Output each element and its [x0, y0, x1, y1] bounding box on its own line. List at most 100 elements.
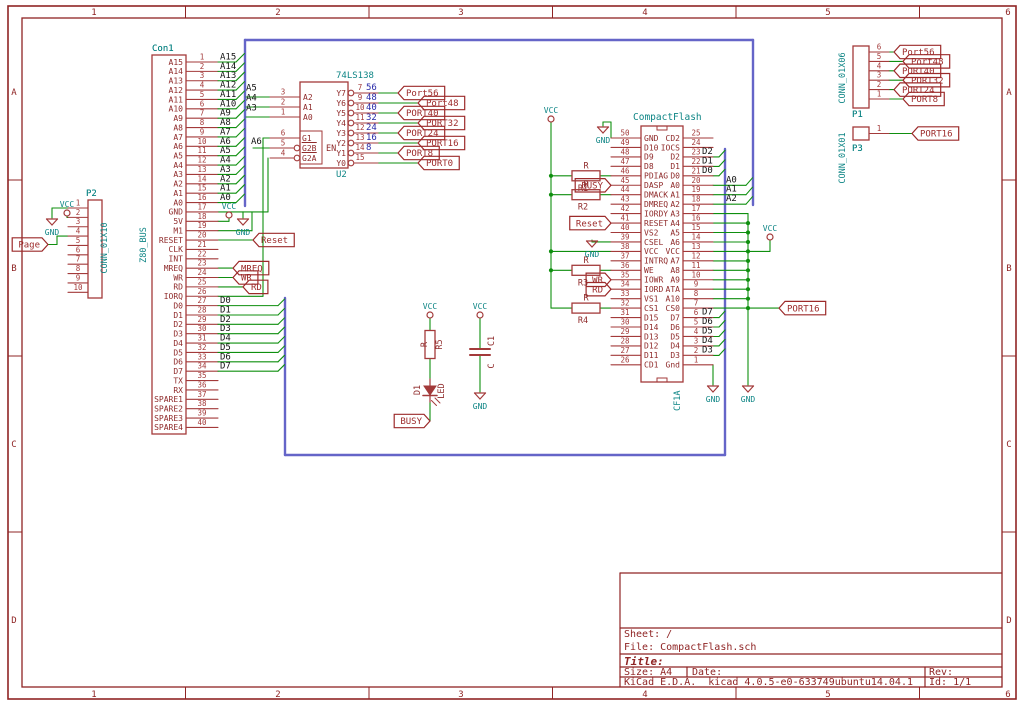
- svg-text:37: 37: [197, 390, 206, 399]
- svg-text:PORT40: PORT40: [902, 67, 935, 77]
- svg-text:CS0: CS0: [666, 304, 681, 313]
- svg-text:D2: D2: [220, 315, 231, 325]
- svg-text:8: 8: [694, 289, 699, 298]
- svg-text:RD: RD: [251, 283, 262, 293]
- svg-text:7: 7: [76, 255, 81, 264]
- svg-text:9: 9: [76, 273, 81, 282]
- global-label-Reset[interactable]: Reset: [569, 215, 612, 231]
- global-label-BUSY[interactable]: BUSY: [393, 413, 431, 429]
- svg-text:3: 3: [200, 71, 205, 80]
- svg-text:36: 36: [197, 380, 207, 389]
- svg-text:CONN_01X01: CONN_01X01: [838, 132, 848, 183]
- global-label-RD[interactable]: RD: [242, 279, 269, 295]
- svg-text:23: 23: [691, 147, 700, 156]
- global-label-Page[interactable]: Page: [11, 237, 49, 252]
- global-label-WR[interactable]: WR: [585, 272, 612, 288]
- svg-text:CONN_01X10: CONN_01X10: [100, 222, 110, 273]
- global-label-PORT16[interactable]: PORT16: [417, 135, 466, 151]
- svg-text:R3: R3: [578, 278, 588, 288]
- svg-text:A9: A9: [220, 109, 231, 119]
- svg-text:47: 47: [620, 157, 629, 166]
- component-C1[interactable]: [469, 348, 491, 356]
- global-label-Port48[interactable]: Port48: [417, 95, 466, 111]
- svg-text:RESET: RESET: [644, 219, 668, 228]
- svg-text:3: 3: [458, 690, 463, 700]
- svg-text:G2A: G2A: [302, 154, 317, 163]
- svg-text:12: 12: [355, 123, 364, 132]
- svg-text:P1: P1: [852, 110, 863, 120]
- component-CF1A[interactable]: CompactFlash50GND49D1048D947D846PDIAG45D…: [610, 112, 737, 383]
- component-R5[interactable]: [424, 329, 436, 360]
- svg-text:INT: INT: [169, 255, 184, 264]
- titleblock-file: File: CompactFlash.sch: [624, 642, 757, 653]
- titleblock-date: Date:: [692, 666, 723, 678]
- svg-text:1: 1: [91, 690, 96, 700]
- svg-text:A1: A1: [726, 185, 737, 195]
- svg-text:41: 41: [620, 214, 629, 223]
- svg-text:A4: A4: [220, 156, 231, 166]
- global-label-PORT16[interactable]: PORT16: [911, 126, 960, 141]
- svg-text:30: 30: [620, 318, 630, 327]
- svg-text:D0: D0: [173, 301, 183, 310]
- svg-text:GND: GND: [596, 136, 611, 145]
- svg-text:A5: A5: [220, 146, 231, 156]
- svg-text:D5: D5: [173, 348, 183, 357]
- svg-text:26: 26: [620, 355, 630, 364]
- global-label-PORT32[interactable]: PORT32: [417, 115, 466, 131]
- svg-text:30: 30: [197, 324, 207, 333]
- global-label-PORT24[interactable]: PORT24: [893, 82, 942, 97]
- component-P3[interactable]: P3 1: [852, 124, 890, 154]
- svg-text:9: 9: [200, 127, 205, 136]
- global-label-PORT24[interactable]: PORT24: [397, 125, 446, 141]
- svg-text:IOWR: IOWR: [644, 276, 663, 285]
- svg-text:CLK: CLK: [169, 245, 184, 254]
- component-R2[interactable]: RR2: [571, 180, 601, 213]
- global-label-PORT40[interactable]: PORT40: [893, 63, 942, 79]
- svg-text:7: 7: [358, 83, 363, 92]
- global-label-PORT40[interactable]: PORT40: [397, 105, 446, 121]
- svg-text:29: 29: [620, 327, 629, 336]
- global-label-WR[interactable]: WR: [232, 270, 259, 285]
- svg-text:74LS138: 74LS138: [336, 71, 374, 81]
- svg-text:D0: D0: [220, 296, 231, 306]
- component-fields: Z80_BUSCF1ACONN_01X06CONN_01X01CONN_01X1…: [86, 44, 863, 411]
- global-label-Reset[interactable]: Reset: [252, 232, 295, 248]
- svg-text:48: 48: [620, 147, 630, 156]
- svg-text:D5: D5: [670, 332, 680, 341]
- global-label-PORT8[interactable]: PORT8: [397, 145, 440, 161]
- svg-text:9: 9: [358, 93, 363, 102]
- svg-text:13: 13: [197, 165, 206, 174]
- component-D1-led[interactable]: [422, 378, 441, 406]
- global-label-Port48[interactable]: Port48: [902, 54, 951, 69]
- global-label-MREQ[interactable]: MREQ: [232, 260, 270, 276]
- global-label-PORT8[interactable]: PORT8: [902, 91, 945, 107]
- component-R3[interactable]: RR3: [571, 256, 601, 289]
- global-label-RD[interactable]: RD: [585, 281, 612, 297]
- svg-text:D2: D2: [173, 320, 183, 329]
- global-label-Port56[interactable]: Port56: [893, 44, 942, 60]
- titleblock-title: Title:: [624, 655, 664, 668]
- svg-text:12: 12: [691, 251, 700, 260]
- svg-text:24: 24: [366, 123, 377, 133]
- svg-text:VCC: VCC: [763, 224, 778, 233]
- svg-text:A: A: [11, 88, 17, 98]
- svg-text:P3: P3: [852, 144, 863, 154]
- svg-text:39: 39: [197, 409, 206, 418]
- global-label-PORT16[interactable]: PORT16: [778, 300, 827, 316]
- global-label-Port56[interactable]: Port56: [397, 85, 446, 101]
- global-label-PORT32[interactable]: PORT32: [902, 72, 951, 88]
- global-label-PORT0[interactable]: PORT0: [417, 155, 460, 171]
- component-R1[interactable]: RR1: [571, 161, 601, 194]
- svg-text:8: 8: [200, 118, 205, 127]
- svg-text:D1: D1: [670, 162, 680, 171]
- global-label-BUSY[interactable]: BUSY: [574, 178, 612, 193]
- svg-text:39: 39: [620, 232, 629, 241]
- svg-text:A4: A4: [246, 94, 257, 104]
- svg-text:1: 1: [877, 124, 882, 133]
- component-R4[interactable]: RR4: [571, 294, 601, 327]
